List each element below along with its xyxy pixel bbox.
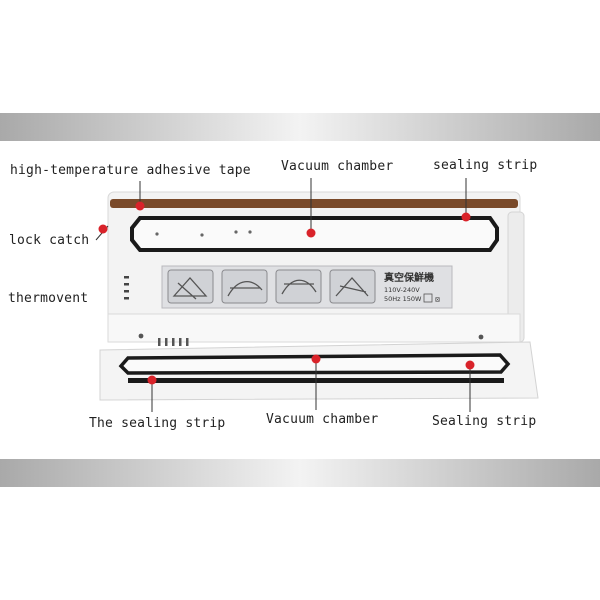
marker-lock	[98, 224, 108, 234]
adhesive-tape	[110, 199, 518, 208]
label-sealing-strip-bottom-right: Sealing strip	[432, 414, 537, 429]
panel-function-icons	[167, 269, 376, 304]
marker-tape	[135, 201, 145, 211]
top-gray-band	[0, 113, 600, 141]
grille-slot	[186, 338, 189, 346]
thermovent-slot	[124, 290, 129, 293]
panel-power: 50Hz 150W	[384, 295, 422, 303]
lower-gasket	[118, 353, 511, 375]
screw	[138, 333, 144, 339]
label-high-temp-tape: high-temperature adhesive tape	[10, 163, 251, 178]
marker-strip-top	[461, 212, 471, 222]
front-strip	[107, 313, 521, 343]
grille-slot	[158, 338, 161, 346]
label-sealing-strip-bottom-left: The sealing strip	[89, 416, 226, 431]
thermovent-slot	[124, 297, 129, 300]
thermovent-slot	[124, 276, 129, 279]
label-lock-catch: lock catch	[9, 233, 90, 248]
marker-strip-bl	[147, 375, 157, 385]
label-vacuum-chamber-bottom: Vacuum chamber	[266, 412, 379, 427]
bottom-gray-band	[0, 459, 600, 487]
grille-slot	[165, 338, 168, 346]
grille-slot	[172, 338, 175, 346]
marker-chamber-bottom	[311, 354, 321, 364]
grille-slot	[179, 338, 182, 346]
bin-icon: ⊠	[435, 295, 440, 304]
label-thermovent: thermovent	[8, 291, 89, 306]
panel-voltage: 110V-240V	[384, 286, 420, 294]
label-vacuum-chamber-top: Vacuum chamber	[281, 159, 394, 174]
chamber-hole	[234, 230, 238, 234]
label-sealing-strip-top: sealing strip	[433, 158, 538, 173]
cert-mark	[423, 293, 433, 303]
marker-chamber-top	[306, 228, 316, 238]
chamber-hole	[248, 230, 252, 234]
chamber-hole	[200, 233, 204, 237]
thermovent-slot	[124, 283, 129, 286]
marker-strip-br	[465, 360, 475, 370]
chamber-hole	[155, 232, 159, 236]
panel-title: 真空保鮮機	[384, 271, 434, 284]
screw	[478, 334, 484, 340]
